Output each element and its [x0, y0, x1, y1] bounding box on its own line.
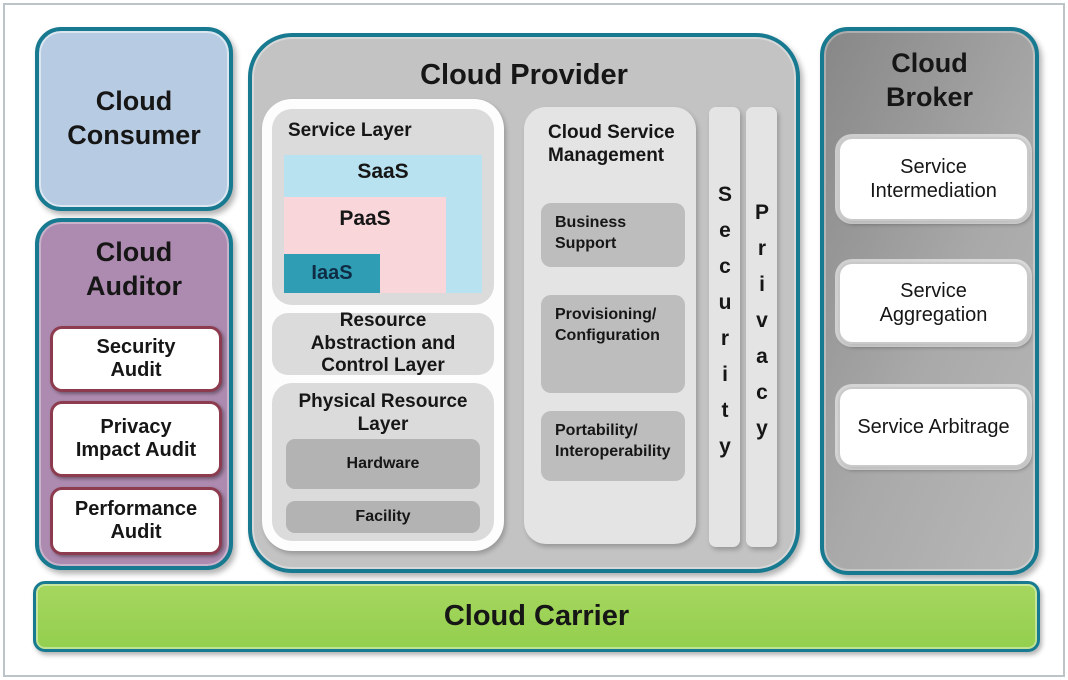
privacy-bar-label: Privacy: [750, 201, 774, 453]
security-bar-label: Security: [713, 183, 737, 471]
service-intermediation-box: Service Intermediation: [838, 137, 1029, 221]
security-audit-box: Security Audit: [50, 326, 222, 392]
cloud-service-management-box: Cloud Service Management Business Suppor…: [524, 107, 696, 544]
physical-resource-layer-box: Physical Resource Layer Hardware Facilit…: [272, 383, 494, 541]
provisioning-configuration-box: Provisioning/ Configuration: [541, 295, 685, 393]
security-audit-label: Security Audit: [96, 336, 176, 381]
iaas-region: IaaS: [284, 254, 380, 293]
cloud-auditor-title: Cloud Auditor: [86, 237, 182, 301]
cloud-provider-title: Cloud Provider: [420, 59, 628, 91]
performance-audit-label: Performance Audit: [74, 498, 198, 543]
business-support-box: Business Support: [541, 203, 685, 267]
service-models-stack: SaaS PaaS IaaS: [284, 155, 482, 293]
security-bar: Security: [709, 107, 740, 547]
service-arbitrage-label: Service Arbitrage: [857, 416, 1010, 438]
iaas-label: IaaS: [311, 262, 353, 284]
privacy-impact-audit-box: Privacy Impact Audit: [50, 401, 222, 477]
business-support-label: Business Support: [555, 214, 627, 252]
cloud-auditor-box: Cloud Auditor Security Audit Privacy Imp…: [35, 218, 233, 570]
portability-interoperability-box: Portability/ Interoperability: [541, 411, 685, 481]
cloud-service-management-title: Cloud Service Management: [548, 122, 675, 166]
service-aggregation-box: Service Aggregation: [838, 262, 1029, 344]
service-layer-box: Service Layer SaaS PaaS IaaS: [272, 109, 494, 305]
cloud-broker-box: Cloud Broker Service Intermediation Serv…: [820, 27, 1039, 575]
physical-resource-layer-title: Physical Resource Layer: [298, 391, 468, 435]
portability-interoperability-label: Portability/ Interoperability: [555, 422, 671, 460]
provider-layers-panel: Service Layer SaaS PaaS IaaS Resource Ab…: [262, 99, 504, 551]
saas-label: SaaS: [357, 160, 409, 183]
privacy-impact-audit-label: Privacy Impact Audit: [75, 416, 197, 461]
cloud-consumer-box: Cloud Consumer: [35, 27, 233, 211]
service-aggregation-label: Service Aggregation: [879, 280, 988, 326]
paas-label: PaaS: [339, 207, 391, 230]
cloud-carrier-title: Cloud Carrier: [443, 600, 630, 632]
cloud-consumer-title: Cloud Consumer: [67, 86, 201, 150]
hardware-label: Hardware: [346, 455, 420, 472]
resource-abstraction-control-layer-label: Resource Abstraction and Control Layer: [310, 309, 456, 377]
hardware-box: Hardware: [286, 439, 480, 489]
cloud-carrier-bar: Cloud Carrier: [33, 581, 1040, 652]
service-layer-title: Service Layer: [288, 120, 412, 141]
cloud-broker-title: Cloud Broker: [885, 48, 974, 112]
cloud-provider-box: Cloud Provider Service Layer SaaS PaaS I…: [248, 33, 800, 573]
service-intermediation-label: Service Intermediation: [870, 156, 997, 202]
facility-box: Facility: [286, 501, 480, 533]
facility-label: Facility: [355, 508, 411, 525]
resource-abstraction-control-layer-box: Resource Abstraction and Control Layer: [272, 309, 494, 377]
service-arbitrage-box: Service Arbitrage: [838, 387, 1029, 467]
provisioning-configuration-label: Provisioning/ Configuration: [555, 306, 660, 344]
privacy-bar: Privacy: [746, 107, 777, 547]
performance-audit-box: Performance Audit: [50, 487, 222, 555]
